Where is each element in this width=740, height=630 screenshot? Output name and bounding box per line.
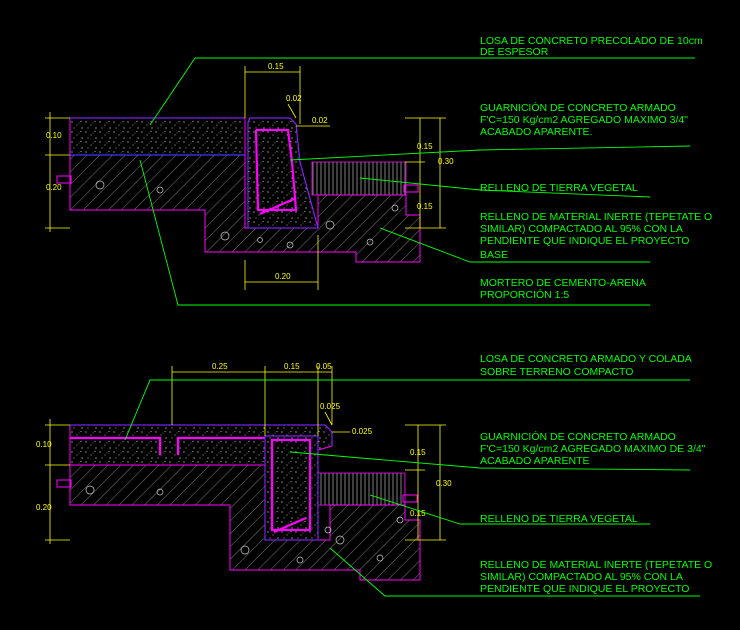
d2-label-curb-3: ACABADO APARENTE <box>480 455 590 467</box>
detail1-stub-right <box>403 184 419 193</box>
detail2-stub-left <box>56 479 72 488</box>
detail2-stub-right <box>402 494 418 503</box>
detail2-leaders <box>124 379 700 597</box>
d2-label-fill-3: PENDIENTE QUE INDIQUE EL PROYECTO <box>480 583 689 595</box>
detail1-aggregate <box>95 180 399 249</box>
d2-dim-curb-upper: 0.15 <box>410 448 426 457</box>
detail-2-section: 0.25 0.15 0.05 0.025 0.025 0.10 0.20 0.1… <box>36 362 700 597</box>
d1-dim-curb-lower: 0.15 <box>417 202 433 211</box>
d2-dim-width-c: 0.05 <box>316 362 332 371</box>
d1-label-slab-1: LOSA DE CONCRETO PRECOLADO DE 10cm <box>480 35 703 47</box>
d2-dim-chamfer-b: 0.025 <box>352 427 373 436</box>
d1-label-curb-3: ACABADO APARENTE. <box>480 126 592 138</box>
d1-dim-curb-upper: 0.15 <box>417 142 433 151</box>
d1-label-curb-1: GUARNICIÓN DE CONCRETO ARMADO <box>480 101 676 114</box>
d2-label-curb-1: GUARNICIÓN DE CONCRETO ARMADO <box>480 430 676 443</box>
d1-label-fill-3: PENDIENTE QUE INDIQUE EL PROYECTO <box>480 235 689 247</box>
d2-label-fill-1: RELLENO DE MATERIAL INERTE (TEPETATE O <box>480 559 712 571</box>
d2-dim-width-a: 0.25 <box>212 362 228 371</box>
detail2-curb-rebar <box>270 438 312 534</box>
d2-label-curb-2: F'C=150 Kg/cm2 AGREGADO MAXIMO DE 3/4" <box>480 443 706 455</box>
d2-dim-chamfer-a: 0.025 <box>320 402 341 411</box>
detail2-aggregate <box>85 485 404 564</box>
d2-dim-base: 0.20 <box>36 503 52 512</box>
detail2-slab-rebar <box>70 436 270 455</box>
d1-label-fill-2: SIMILAR) COMPACTADO AL 95% CON LA <box>480 223 683 235</box>
d1-dim-base: 0.20 <box>46 183 62 192</box>
d1-dim-chamfer-b: 0.02 <box>312 116 328 125</box>
detail1-curb-formwork <box>247 117 319 229</box>
detail1-slab <box>69 117 246 156</box>
d1-label-mortar-2: PROPORCIÓN 1:5 <box>480 288 569 301</box>
d1-label-fill-1: RELLENO DE MATERIAL INERTE (TEPETATE O <box>480 211 712 223</box>
d1-label-curb-2: F'C=150 Kg/cm2 AGREGADO MAXIMO 3/4" <box>480 114 688 126</box>
d2-dim-curb-lower: 0.15 <box>410 509 426 518</box>
d1-dim-slab: 0.10 <box>46 131 62 140</box>
detail2-topsoil <box>317 472 406 506</box>
d2-dim-slab: 0.10 <box>36 440 52 449</box>
d2-dim-width-b: 0.15 <box>284 362 300 371</box>
d2-label-topsoil: RELLENO DE TIERRA VEGETAL <box>480 513 638 525</box>
detail1-stub-left <box>56 175 72 184</box>
d2-dim-curb-total: 0.30 <box>436 479 452 488</box>
detail1-dimensions <box>45 66 446 290</box>
d1-label-slab-2: DE ESPESOR <box>480 46 549 58</box>
d1-dim-bottom: 0.20 <box>275 272 291 281</box>
d1-label-fill-4: BASE <box>480 249 508 261</box>
d1-dim-curb-total: 0.30 <box>438 157 454 166</box>
d1-label-mortar-1: MORTERO DE CEMENTO-ARENA <box>480 277 646 289</box>
d1-dim-top: 0.15 <box>268 62 284 71</box>
detail1-topsoil <box>311 161 407 196</box>
d2-label-slab-2: SOBRE TERRENO COMPACTO <box>480 366 633 378</box>
detail2-dimensions <box>45 366 446 544</box>
detail1-leaders <box>139 57 695 306</box>
d1-label-topsoil: RELLENO DE TIERRA VEGETAL <box>480 182 638 194</box>
detail2-curb-formwork <box>264 435 319 541</box>
detail-1-section: 0.15 0.02 0.02 0.10 0.20 0.15 0.30 0.15 … <box>45 57 695 306</box>
detail1-rebar <box>254 128 298 216</box>
d2-label-fill-2: SIMILAR) COMPACTADO AL 95% CON LA <box>480 571 683 583</box>
d2-label-slab-1: LOSA DE CONCRETO ARMADO Y COLADA <box>480 353 692 365</box>
detail2-slab-formwork <box>70 424 333 446</box>
detail1-curb <box>247 117 319 229</box>
d1-dim-chamfer-a: 0.02 <box>286 94 302 103</box>
